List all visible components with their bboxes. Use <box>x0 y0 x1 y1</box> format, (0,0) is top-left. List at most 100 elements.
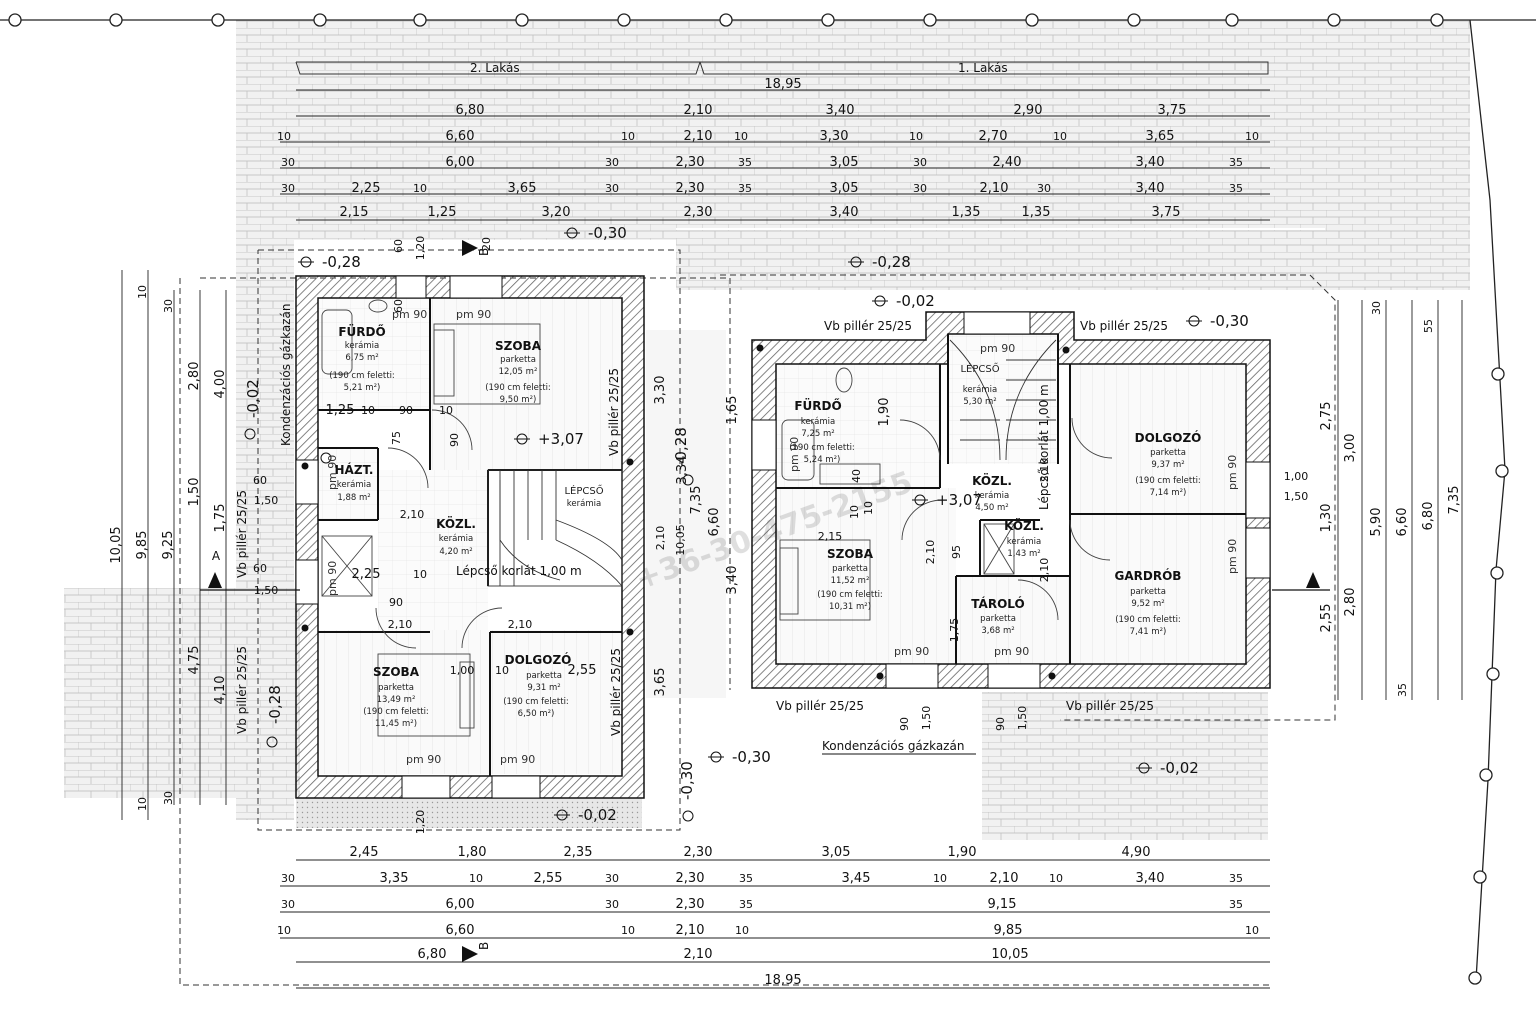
dim-top-r5: 1,25 <box>428 205 457 220</box>
dim-top-r4: 2,10 <box>980 181 1009 196</box>
dim-text-left: 10,05 9,85 9,25 10 30 2,80 4,00 1,50 1,7… <box>109 285 228 811</box>
svg-text:60: 60 <box>253 474 267 487</box>
svg-text:2,15: 2,15 <box>818 530 843 543</box>
pm-label: pm 90 <box>326 455 339 490</box>
stair-rail-label: Lépcső korlát 1,00 m <box>1037 384 1051 510</box>
room-szoba-right: SZOBA parketta 11,52 m² (190 cm feletti:… <box>817 547 883 612</box>
dim-bot-r2: 30 <box>281 872 295 885</box>
dim-top-r3: 35 <box>1229 156 1243 169</box>
svg-text:-0,30: -0,30 <box>1210 312 1249 330</box>
room-floor: kerámia <box>567 499 601 509</box>
room-szoba-2: SZOBA parketta 13,49 m² (190 cm feletti:… <box>363 665 429 729</box>
room-note: (190 cm feletti: <box>329 371 395 381</box>
svg-text:1,75: 1,75 <box>948 618 961 643</box>
room-area: 3,68 m² <box>981 626 1014 636</box>
pillar-label: Vb pillér 25/25 <box>1066 699 1154 713</box>
room-name: SZOBA <box>827 547 874 561</box>
svg-text:2,55: 2,55 <box>568 663 597 678</box>
svg-text:6,60: 6,60 <box>707 508 722 537</box>
svg-text:3,65: 3,65 <box>653 668 668 697</box>
svg-text:90: 90 <box>898 717 911 731</box>
level-marker: -0,28 <box>298 253 361 271</box>
room-name: FÜRDŐ <box>794 398 841 413</box>
furniture-left <box>321 299 541 737</box>
dim-bot-r3: 9,15 <box>988 897 1017 912</box>
dim-bot-r2: 3,35 <box>380 871 409 886</box>
svg-text:-0,30: -0,30 <box>588 224 627 242</box>
dim-top-r4: 3,40 <box>1136 181 1165 196</box>
dim-lines-right <box>1337 300 1463 700</box>
dim-top-r3: 30 <box>605 156 619 169</box>
pillar-label: Vb pillér 25/25 <box>235 646 249 734</box>
svg-text:7,35: 7,35 <box>689 486 704 515</box>
dim-right: 30 <box>1370 301 1383 315</box>
unit-1-plan <box>751 311 1271 689</box>
dim-bot-r1: 3,05 <box>822 845 851 860</box>
svg-text:3,40: 3,40 <box>725 566 740 595</box>
room-labels: FÜRDŐ kerámia 6,75 m² (190 cm feletti: 5… <box>329 324 1201 729</box>
dim-left: 30 <box>162 299 175 313</box>
room-note: 11,45 m²) <box>375 719 417 729</box>
room-note: (190 cm feletti: <box>1135 476 1201 486</box>
room-area: 11,52 m² <box>831 576 870 586</box>
room-note: 7,41 m²) <box>1130 627 1167 637</box>
pillar-label: Vb pillér 25/25 <box>824 319 912 333</box>
dim-top-r3: 30 <box>281 156 295 169</box>
svg-text:-0,28: -0,28 <box>266 685 284 724</box>
svg-text:20: 20 <box>480 237 493 251</box>
room-area: 9,31 m² <box>527 683 560 693</box>
svg-text:1,25: 1,25 <box>326 403 355 418</box>
pillar-label: Vb pillér 25/25 <box>235 490 249 578</box>
dim-total-bottom: 18,95 <box>764 973 801 988</box>
svg-text:-0,30: -0,30 <box>732 748 771 766</box>
room-note: (190 cm feletti: <box>1115 615 1181 625</box>
dim-left: 9,85 <box>135 531 150 560</box>
dim-left: 4,10 <box>213 676 228 705</box>
room-furdo-left: FÜRDŐ kerámia 6,75 m² (190 cm feletti: 5… <box>329 324 395 393</box>
room-area: 12,05 m² <box>499 367 538 377</box>
furniture-right <box>779 367 1113 621</box>
dim-top-r2: 10 <box>1245 130 1259 143</box>
room-area: 9,52 m² <box>1131 599 1164 609</box>
room-floor: kerámia <box>337 480 371 490</box>
svg-text:10: 10 <box>361 404 375 417</box>
dim-right: 3,00 <box>1343 434 1358 463</box>
dim-top-r4: 3,65 <box>508 181 537 196</box>
room-name: SZOBA <box>495 339 542 353</box>
dim-left: 9,25 <box>161 531 176 560</box>
room-area: 1,43 m² <box>1007 549 1040 559</box>
svg-text:60: 60 <box>392 299 405 313</box>
room-name: GARDRÓB <box>1115 568 1182 583</box>
dim-top-r5: 3,40 <box>830 205 859 220</box>
dim-top-r2: 2,10 <box>684 129 713 144</box>
room-area: 1,88 m² <box>337 493 370 503</box>
room-floor: parketta <box>832 564 868 574</box>
room-floor: kerámia <box>975 491 1009 501</box>
dim-top-r4: 35 <box>738 182 752 195</box>
room-tarolo: TÁROLÓ parketta 3,68 m² <box>971 596 1024 636</box>
svg-text:+3,07: +3,07 <box>538 430 584 448</box>
pm-label: pm 90 <box>500 753 535 766</box>
room-floor: kerámia <box>1007 537 1041 547</box>
room-area: 13,49 m² <box>377 695 416 705</box>
room-note: 7,14 m²) <box>1150 488 1187 498</box>
room-haztart: HÁZT. kerámia 1,88 m² <box>335 462 374 503</box>
unit-banner: 2. Lakás 1. Lakás <box>295 61 1269 75</box>
dim-right: 6,60 <box>1395 508 1410 537</box>
room-dolgozo-right: DOLGOZÓ parketta 9,37 m² (190 cm feletti… <box>1135 430 1202 498</box>
svg-text:1,90: 1,90 <box>877 398 892 427</box>
section-b-arrow-icon <box>462 946 478 962</box>
dim-bot-r3: 35 <box>739 898 753 911</box>
dim-right: 1,30 <box>1319 504 1334 533</box>
level-marker: -0,28 <box>266 685 284 748</box>
dim-right: 2,75 <box>1319 402 1334 431</box>
level-marker: -0,02 <box>244 379 262 440</box>
dim-top-r4: 3,05 <box>830 181 859 196</box>
level-marker: -0,30 <box>708 748 771 766</box>
kondenz-label-left: Kondenzációs gázkazán <box>279 304 293 446</box>
dim-top-r3: 2,30 <box>676 155 705 170</box>
pm-label: pm 90 <box>392 308 427 321</box>
dim-bot-r2: 2,10 <box>990 871 1019 886</box>
pillar-label: Vb pillér 25/25 <box>607 368 621 456</box>
dim-top-r4: 30 <box>605 182 619 195</box>
